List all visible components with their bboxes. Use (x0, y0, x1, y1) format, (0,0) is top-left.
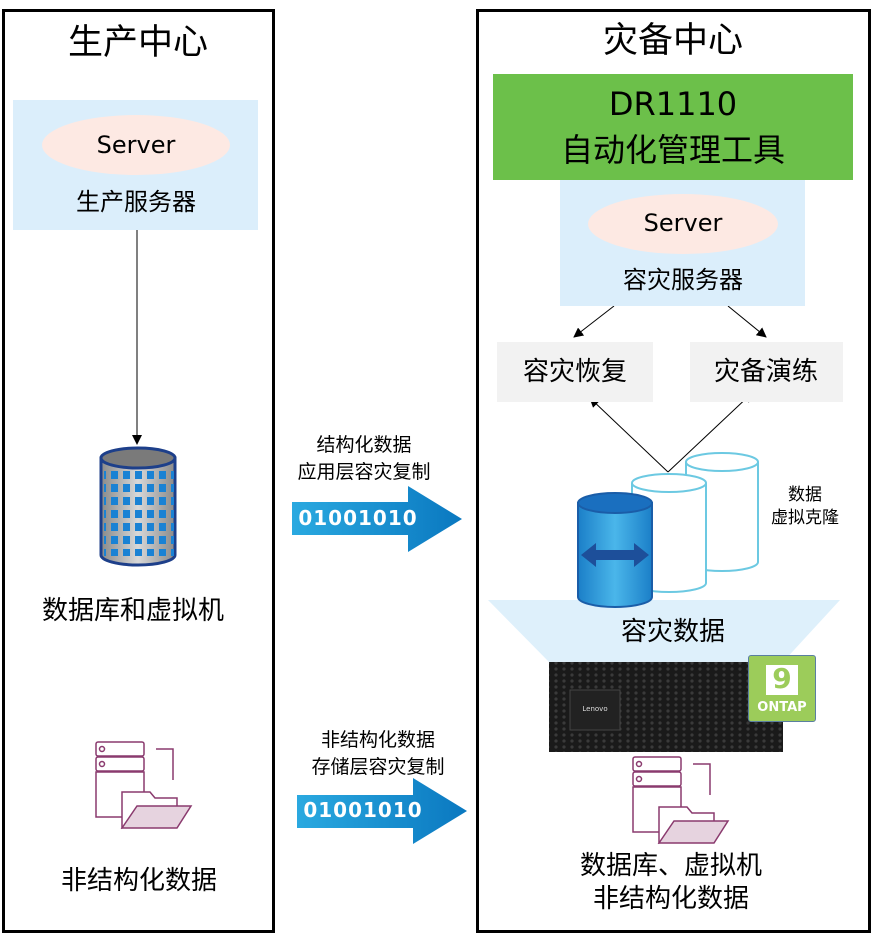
dr-tool-desc: 自动化管理工具 (560, 131, 786, 169)
file-server-icon (95, 741, 193, 830)
dr-bottom-caption-2: 非结构化数据 (592, 884, 750, 914)
ontap-number-box (766, 665, 798, 695)
unstructured-replication-arrow (297, 778, 467, 844)
production-center-title: 生产中心 (67, 23, 209, 63)
clone-label-1: 数据 (788, 485, 822, 505)
server-to-drill-arrow (727, 305, 767, 338)
dr-center-panel (476, 9, 871, 933)
database-icon (99, 446, 177, 567)
ontap-number: 9 (772, 662, 792, 695)
ontap-badge: 9 ONTAP (748, 655, 816, 722)
database-caption: 数据库和虚拟机 (41, 596, 225, 626)
production-server-box: Server 生产服务器 (13, 100, 258, 230)
clone-to-drill-arrow (667, 392, 753, 473)
binary-text-2: 01001010 (303, 798, 423, 822)
dr-data-label: 容灾数据 (620, 617, 726, 647)
dr-server-box: Server 容灾服务器 (560, 180, 805, 306)
server-label: Server (643, 209, 723, 237)
recovery-label: 容灾恢复 (522, 357, 628, 387)
unstructured-label: 非结构化数据 (320, 729, 436, 751)
drill-box: 灾备演练 (690, 342, 843, 402)
server-label: Server (96, 131, 176, 159)
server-to-recovery-arrow (573, 305, 615, 338)
server-caption: 生产服务器 (76, 188, 196, 216)
dr-tool-name: DR1110 (608, 85, 738, 123)
app-layer-replication-label: 应用层容灾复制 (297, 461, 431, 483)
drill-label: 灾备演练 (713, 357, 819, 387)
file-server-icon-dr (632, 756, 730, 845)
dr-bottom-caption-1: 数据库、虚拟机 (579, 851, 763, 881)
unstructured-caption: 非结构化数据 (60, 866, 218, 896)
storage-layer-replication-label: 存储层容灾复制 (311, 756, 445, 778)
server-ellipse (588, 194, 778, 254)
storage-array-image (549, 662, 783, 752)
dr-tool-banner: DR1110 自动化管理工具 (493, 74, 853, 180)
binary-text: 01001010 (298, 506, 418, 530)
structured-replication-arrow (292, 486, 462, 552)
ontap-label: ONTAP (757, 700, 807, 715)
structured-label: 结构化数据 (316, 434, 412, 456)
production-center-panel (2, 9, 275, 933)
clone-to-recovery-arrow (589, 397, 669, 473)
clone-label-2: 虚拟克隆 (771, 508, 839, 528)
recovery-box: 容灾恢复 (497, 342, 653, 402)
dr-center-title: 灾备中心 (602, 21, 744, 61)
dr-data-band (488, 600, 840, 662)
server-ellipse (42, 115, 230, 175)
storage-brand: Lenovo (582, 705, 608, 713)
replica-volume-icon (577, 492, 653, 608)
server-caption: 容灾服务器 (623, 266, 743, 294)
